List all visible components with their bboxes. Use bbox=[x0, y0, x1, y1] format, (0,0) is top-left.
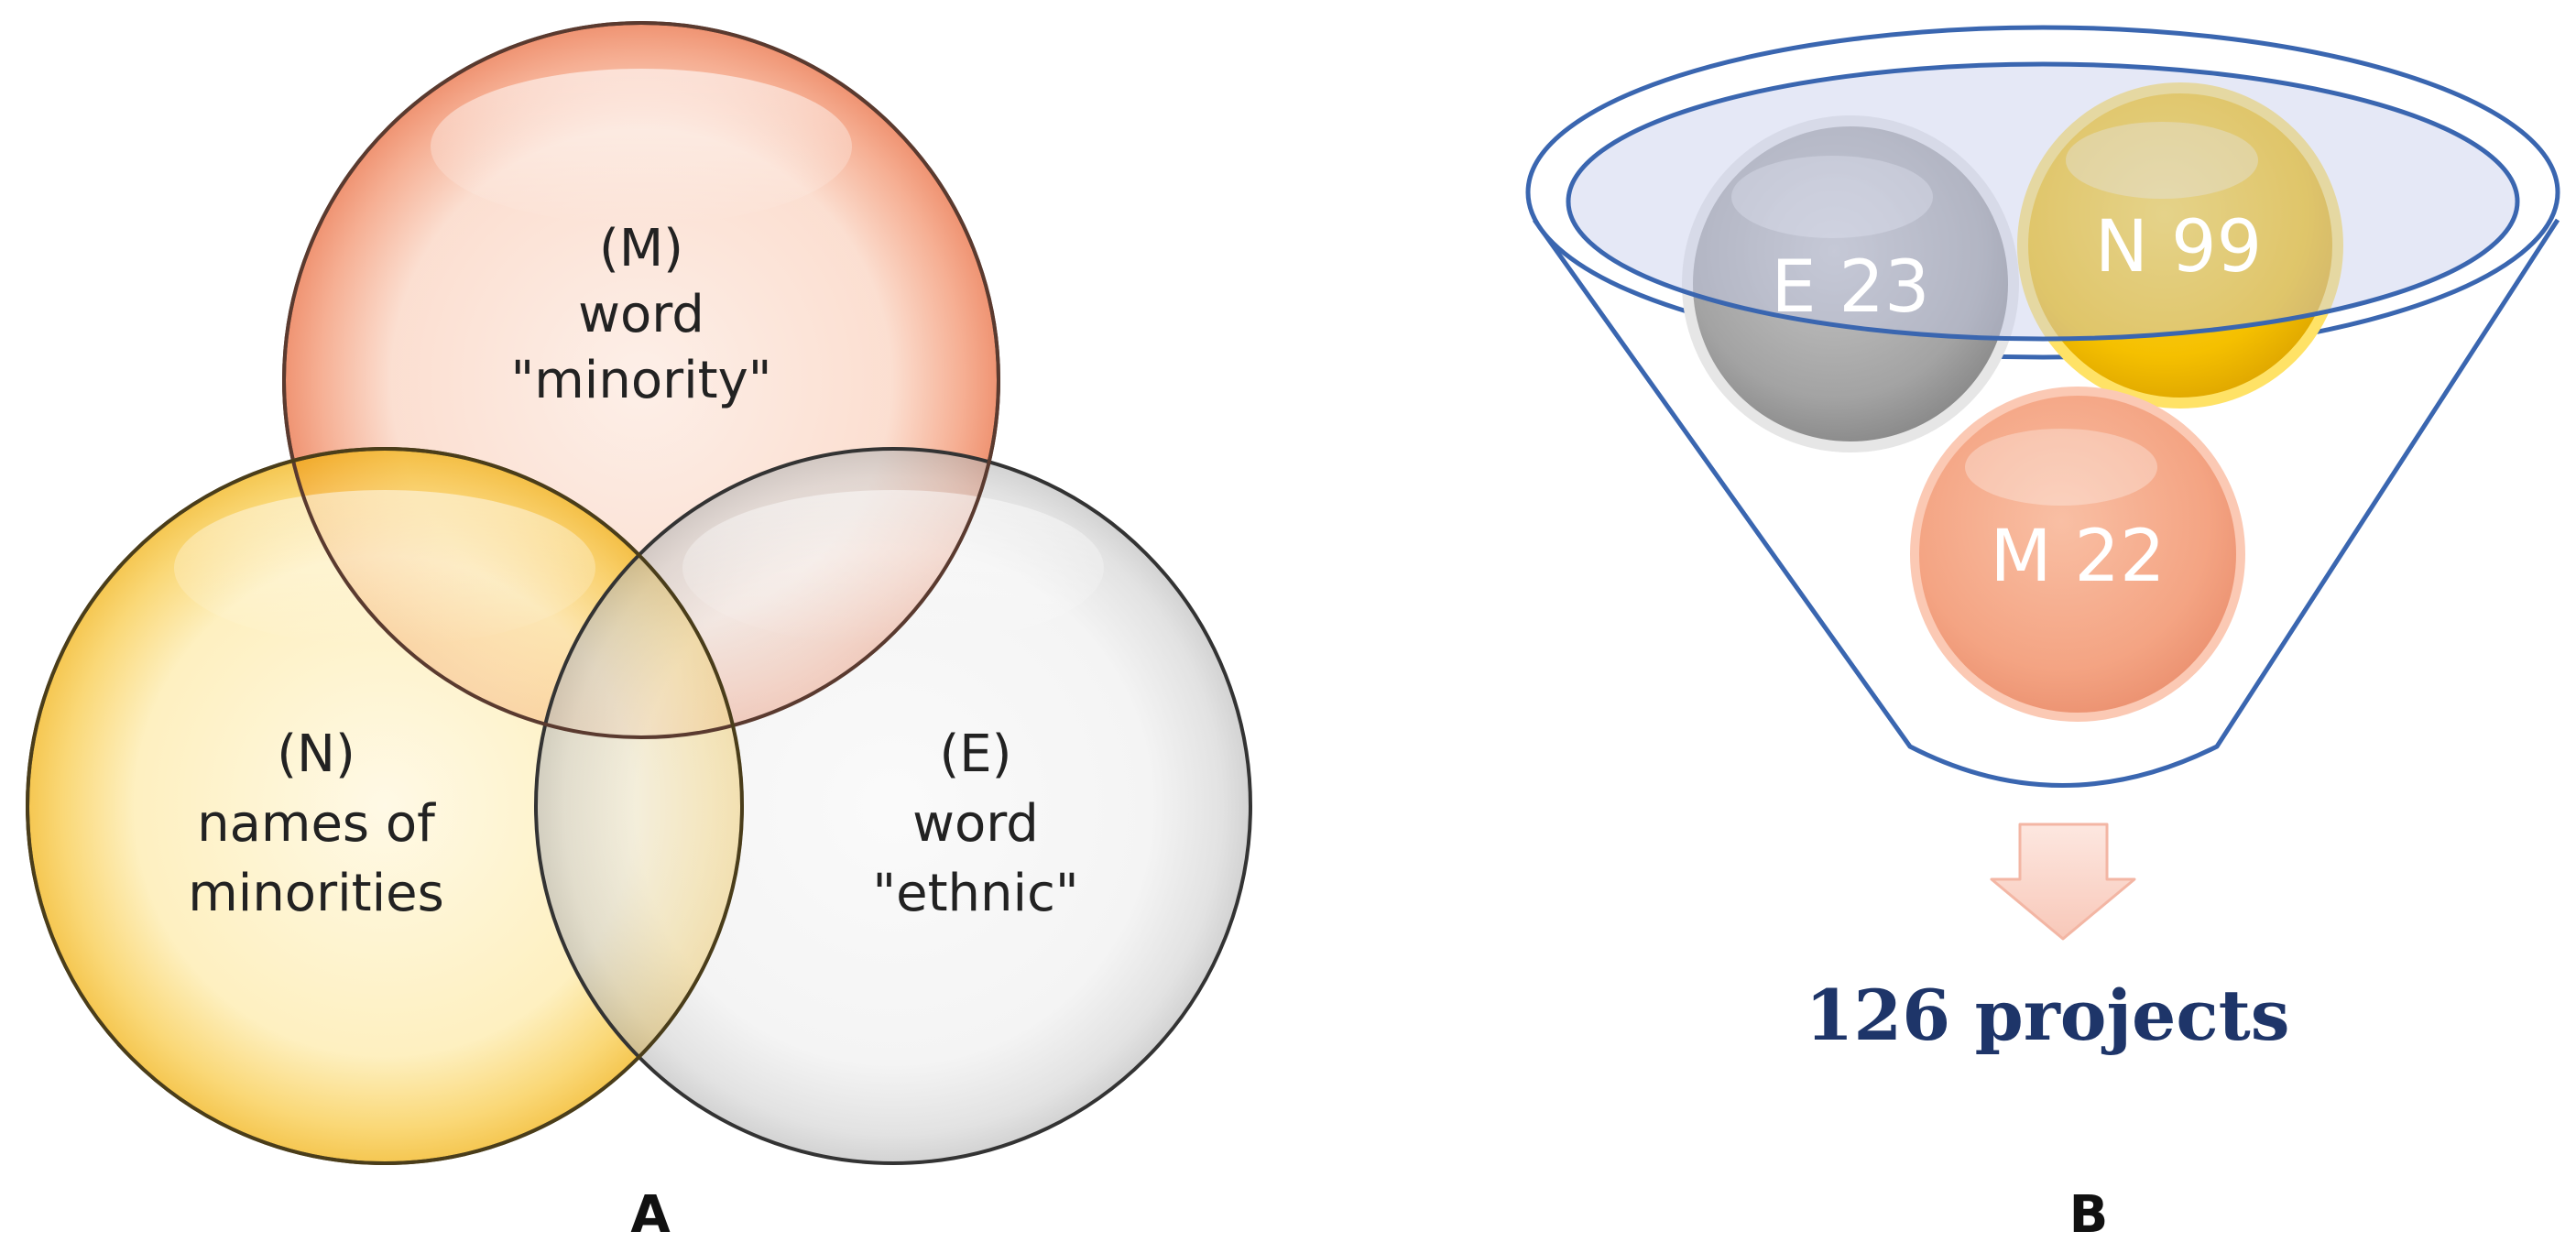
result-label: 126 projects bbox=[1806, 975, 2290, 1056]
circle-n-line3: minorities bbox=[188, 864, 444, 923]
panel-a-letter: A bbox=[630, 1185, 671, 1245]
circle-ethnic bbox=[534, 447, 1252, 1165]
circle-n-line2: names of bbox=[197, 794, 436, 854]
circle-names bbox=[26, 447, 744, 1165]
funnel-diagram: E 23 N 99 M 22 126 projects bbox=[1525, 25, 2560, 1056]
circle-e-line3: "ethnic" bbox=[872, 864, 1078, 923]
ball-e bbox=[1682, 115, 2019, 452]
circle-m-code: (M) bbox=[599, 219, 683, 278]
ball-e-label: E 23 bbox=[1771, 246, 1929, 329]
panel-b-letter: B bbox=[2069, 1185, 2109, 1245]
venn-diagram: (M) word "minority" (N) names of minorit… bbox=[26, 21, 1252, 1165]
circle-e-code: (E) bbox=[939, 725, 1011, 784]
circle-n-code: (N) bbox=[277, 725, 355, 784]
circle-e-line2: word bbox=[912, 794, 1039, 854]
ball-n-label: N 99 bbox=[2095, 206, 2262, 289]
funnel-inner-rim bbox=[1566, 61, 2520, 342]
ball-m bbox=[1910, 387, 2245, 722]
circle-m-line2: word bbox=[578, 285, 704, 344]
circle-m-line3: "minority" bbox=[510, 351, 771, 410]
down-arrow-icon bbox=[1990, 823, 2136, 941]
ball-m-label: M 22 bbox=[1990, 516, 2165, 598]
